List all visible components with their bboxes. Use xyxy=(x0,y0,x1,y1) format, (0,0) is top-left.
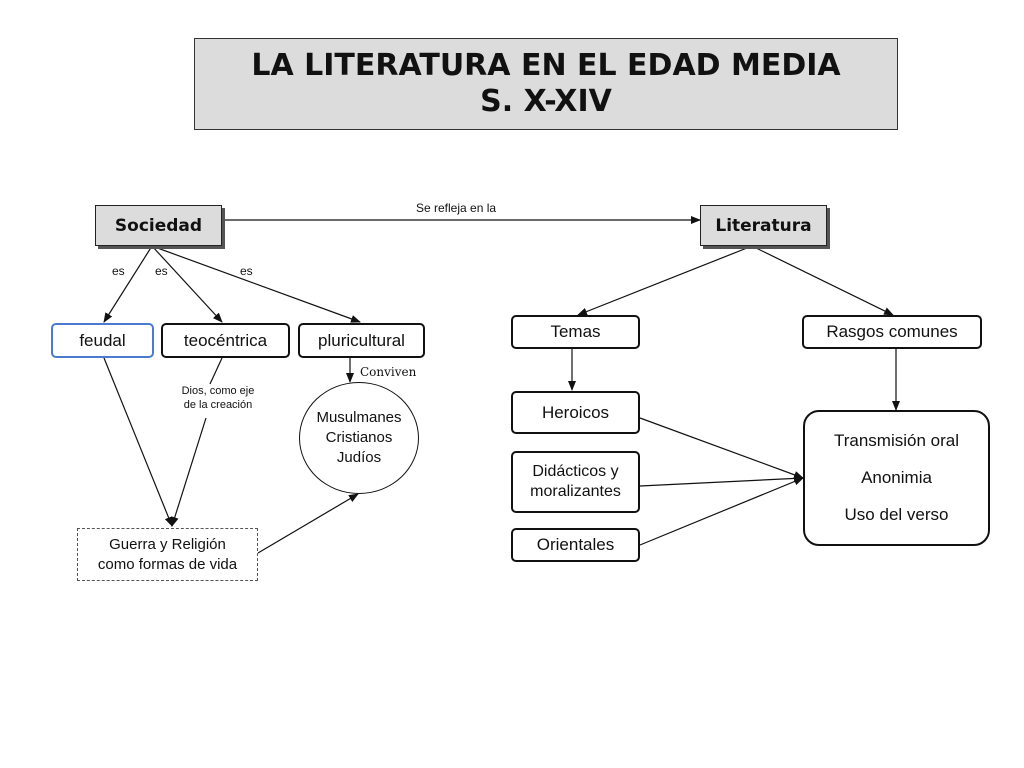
link-sociedad-pluricultural xyxy=(151,245,361,323)
node-teocentrica: teocéntrica xyxy=(161,323,290,358)
link-label-se-refleja: Se refleja en la xyxy=(416,201,497,215)
link-heroicos-box xyxy=(639,417,804,479)
node-guerra-religion: Guerra y Religión como formas de vida xyxy=(77,528,258,581)
didacticos-line-2: moralizantes xyxy=(530,483,621,500)
link-didacticos-box xyxy=(639,474,804,487)
node-sociedad: Sociedad xyxy=(95,205,222,246)
rasgo-item: Anonimia xyxy=(861,467,932,487)
link-sociedad-feudal xyxy=(103,245,153,323)
link-label-es: es xyxy=(240,264,253,278)
cultura-item: Cristianos xyxy=(325,429,393,446)
link-literatura-temas xyxy=(577,245,753,316)
link-guerra-circle xyxy=(257,493,359,554)
link-orientales-box xyxy=(639,477,804,546)
link-literatura-rasgos xyxy=(751,245,894,316)
link-label-dios: Dios, como eje de la creación xyxy=(170,384,266,412)
guerra-line-2: como formas de vida xyxy=(97,555,238,573)
title-line-1: LA LITERATURA EN EL EDAD MEDIA xyxy=(251,48,841,83)
node-didacticos: Didácticos y moralizantes xyxy=(511,451,640,513)
link-dios-guerra xyxy=(170,417,207,527)
link-sociedad-teocentrica xyxy=(151,245,223,323)
didacticos-line-1: Didácticos y xyxy=(532,463,619,480)
cultura-item: Musulmanes xyxy=(316,409,402,426)
link-feudal-guerra xyxy=(103,357,173,527)
node-pluricultural: pluricultural xyxy=(298,323,425,358)
link-label-es: es xyxy=(155,264,168,278)
node-feudal: feudal xyxy=(51,323,154,358)
node-orientales: Orientales xyxy=(511,528,640,562)
rasgo-item: Uso del verso xyxy=(844,505,949,525)
guerra-line-1: Guerra y Religión xyxy=(109,535,226,553)
dios-line-2: de la creación xyxy=(183,399,253,411)
node-temas: Temas xyxy=(511,315,640,349)
node-literatura: Literatura xyxy=(700,205,827,246)
node-rasgos: Rasgos comunes xyxy=(802,315,982,349)
dios-line-1: Dios, como eje xyxy=(181,385,255,397)
node-heroicos: Heroicos xyxy=(511,391,640,434)
title-line-2: S. X-XIV xyxy=(480,84,612,119)
link-label-conviven: Conviven xyxy=(360,365,417,379)
cultura-item: Judíos xyxy=(336,449,382,466)
link-teocentrica-guerra xyxy=(209,357,223,385)
node-culturas: Musulmanes Cristianos Judíos xyxy=(299,382,419,494)
node-rasgos-comunes-list: Transmisión oral Anonimia Uso del verso xyxy=(803,410,990,546)
rasgo-item: Transmisión oral xyxy=(833,430,960,450)
link-label-es: es xyxy=(112,264,125,278)
page-title: LA LITERATURA EN EL EDAD MEDIA S. X-XIV xyxy=(194,38,898,130)
